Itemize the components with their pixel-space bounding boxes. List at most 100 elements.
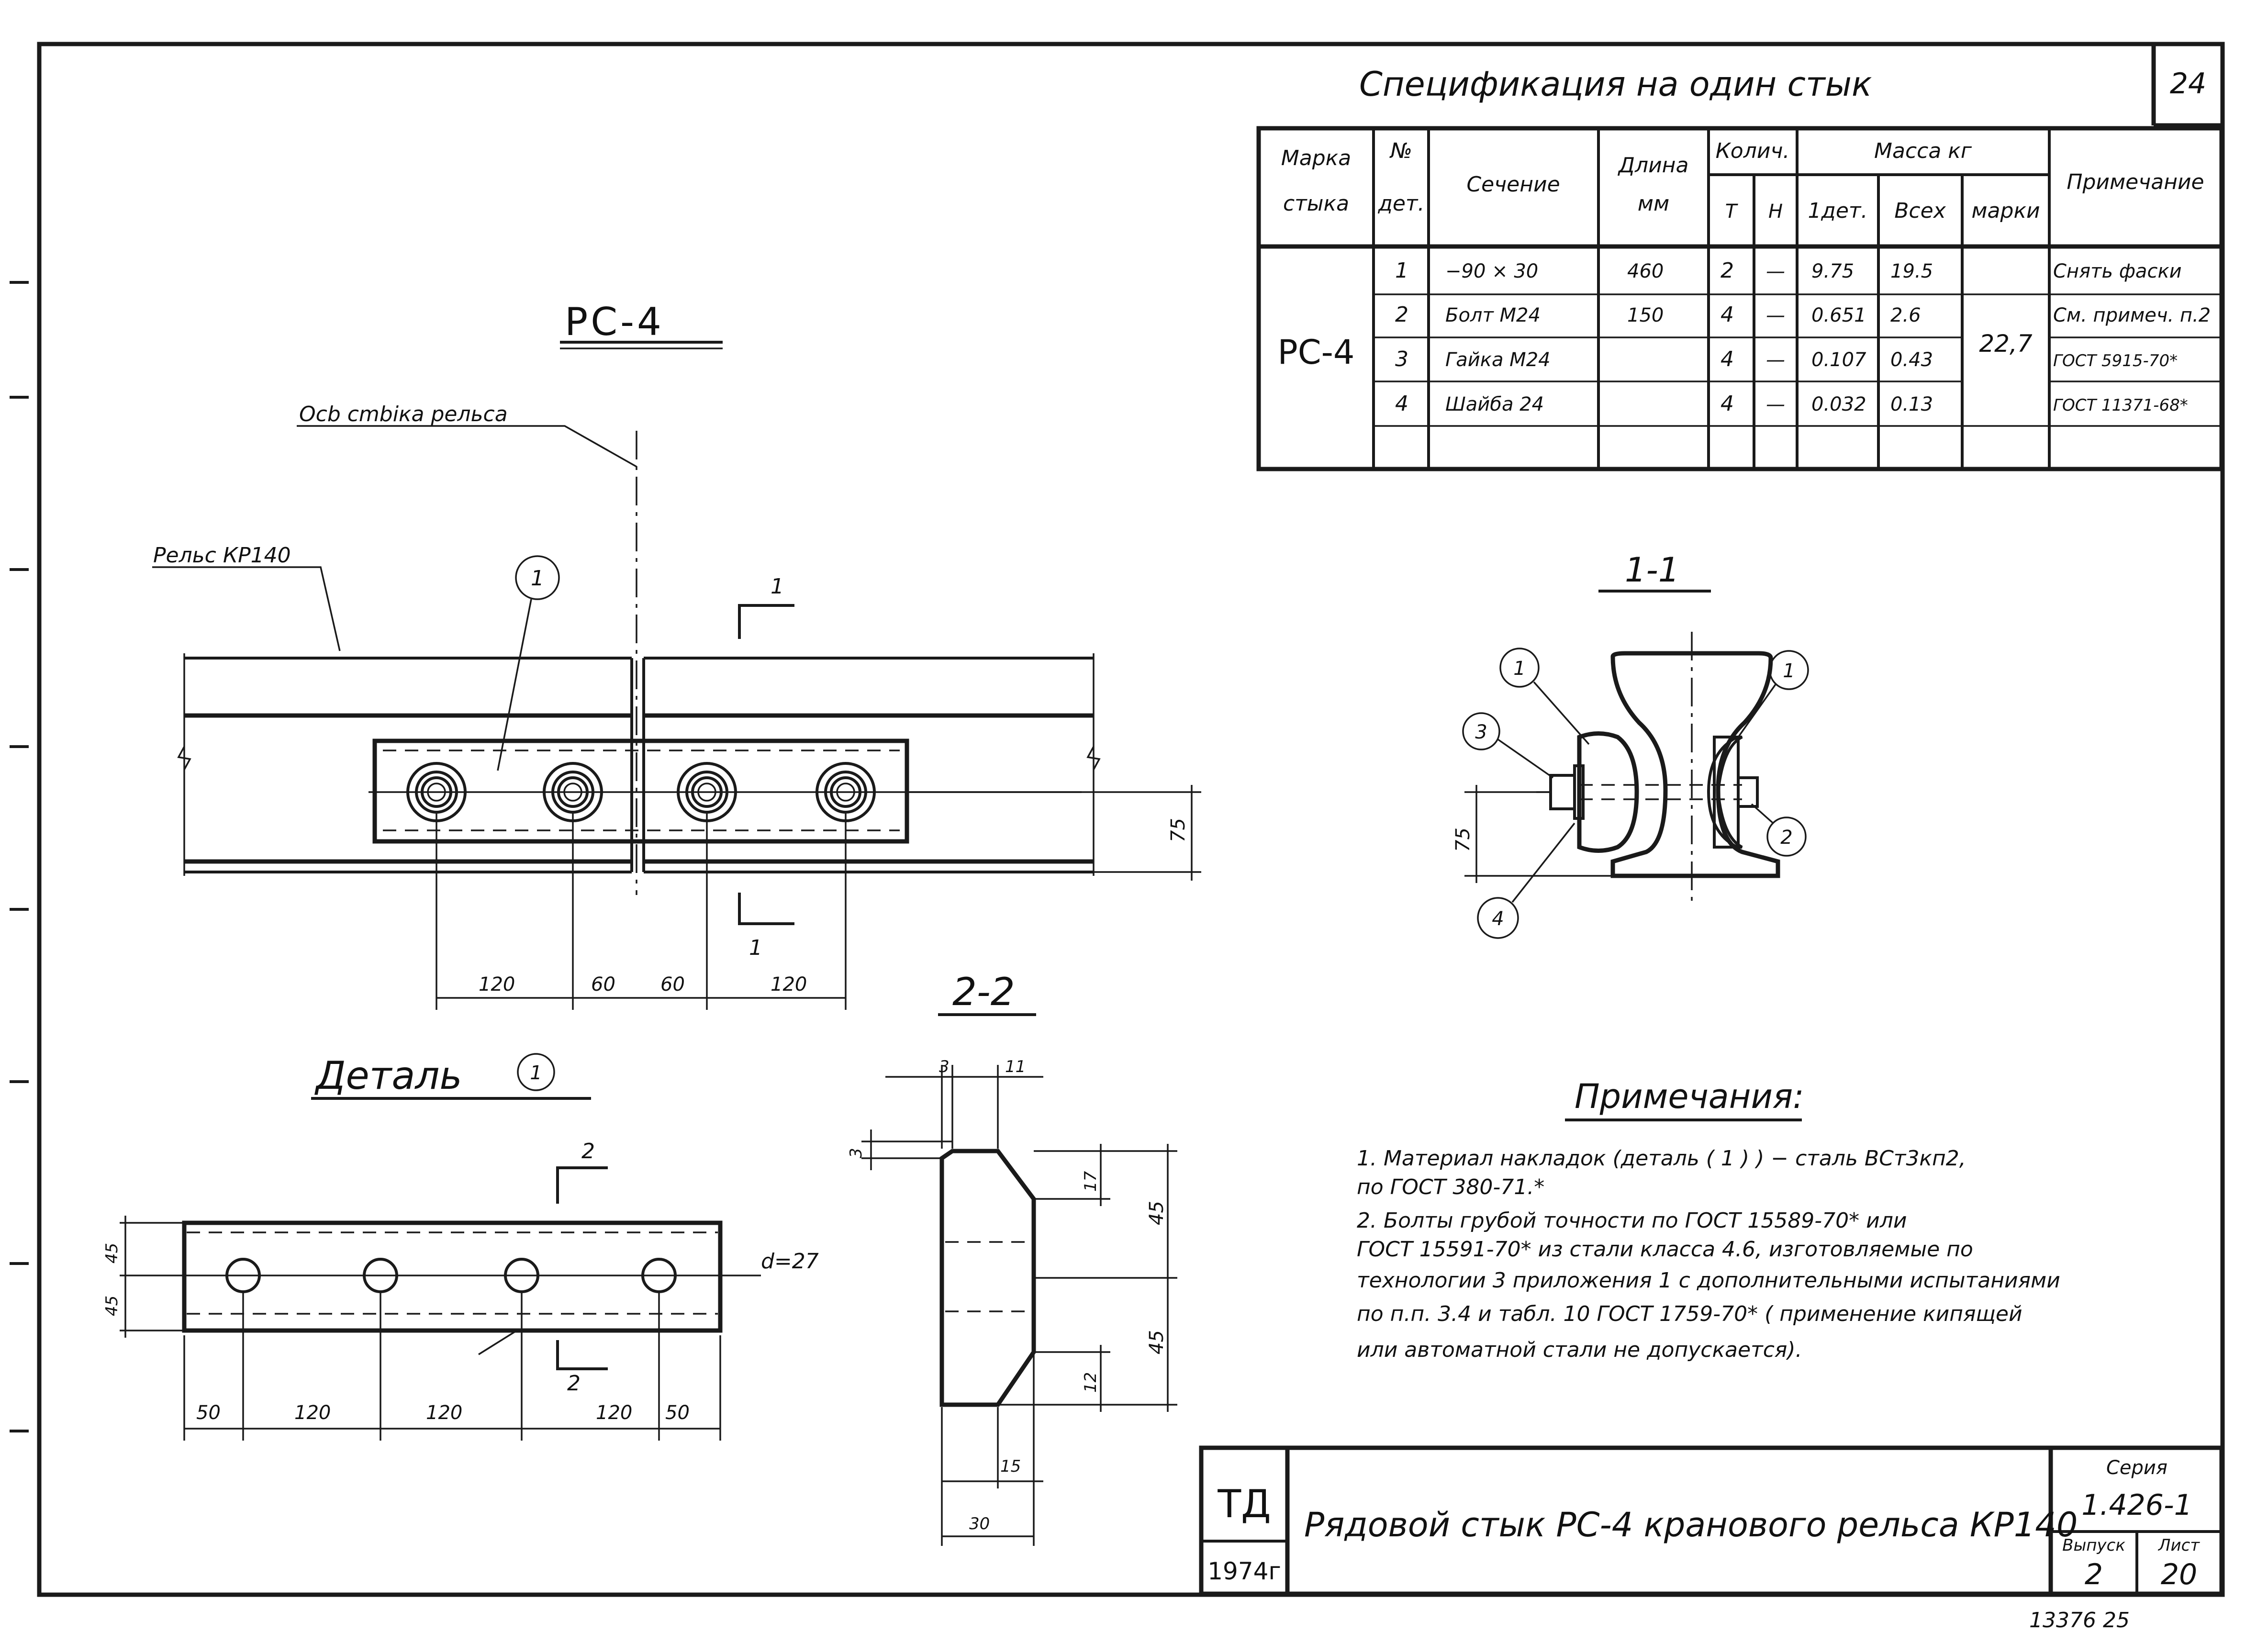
note-line: или автоматной стали не допускается). — [1357, 1338, 1802, 1362]
hdr-length-1: Длина — [1618, 153, 1689, 178]
sheet-frame — [10, 42, 2225, 1597]
row-qty-t: 4 — [1721, 347, 1734, 371]
dim-120-right: 120 — [771, 973, 807, 995]
note-line: по п.п. 3.4 и табл. 10 ГОСТ 1759-70* ( п… — [1357, 1302, 2022, 1326]
row-mass-all: 19.5 — [1890, 260, 1933, 282]
callout — [1462, 712, 1553, 779]
section-mark-top — [738, 604, 794, 639]
hdr-qty-t: Т — [1725, 201, 1739, 223]
hdr-mass: Масса кг — [1874, 139, 1972, 163]
hdr-mark-1: Марка — [1281, 146, 1351, 170]
detail-section-mark-top — [556, 1166, 608, 1204]
row-mass-all: 0.43 — [1890, 349, 1933, 371]
spec-row: 4 Шайба 24 4 — 0.032 0.13 ГОСТ 11371-68* — [1395, 391, 2188, 416]
section-2-2-dim-15: 15 — [1000, 1457, 1021, 1476]
detail-dim-45-lower: 45 — [102, 1296, 122, 1316]
row-section: −90 × 30 — [1445, 260, 1538, 282]
callout-label: 1 — [1783, 660, 1795, 682]
plate-cross-section — [861, 1065, 1177, 1546]
dim-60-right: 60 — [660, 973, 685, 995]
detail-section-mark-label: 2 — [581, 1139, 595, 1163]
detail-dim-45-upper: 45 — [102, 1243, 122, 1264]
spec-mark: РС-4 — [1278, 333, 1355, 372]
row-length: 460 — [1627, 260, 1664, 282]
hdr-mark-2: стыка — [1283, 191, 1349, 216]
detail-callout-circle — [517, 1053, 555, 1091]
row-qty-t: 2 — [1721, 258, 1734, 283]
titleblock-issue-label: Выпуск — [2062, 1536, 2125, 1555]
drawing-title: РС-4 — [565, 300, 664, 344]
section-2-2-dim-12: 12 — [1081, 1372, 1100, 1393]
detail-dim-120-2: 120 — [426, 1402, 462, 1424]
page-number: 24 — [2170, 67, 2206, 101]
axis-leader — [297, 425, 637, 468]
row-qty-n: — — [1766, 260, 1785, 282]
section-2-2-dim-3-vertical: 3 — [847, 1148, 866, 1158]
titleblock-sheet-label: Лист — [2157, 1536, 2200, 1555]
hdr-mass-all: Всех — [1894, 199, 1946, 223]
callout — [1751, 803, 1807, 857]
row-section: Гайка М24 — [1445, 349, 1551, 371]
section-mark-label: 1 — [749, 936, 762, 960]
spec-table-grid — [1256, 126, 2224, 471]
row-mass-one: 9.75 — [1811, 260, 1854, 282]
detail-hole-label: d=27 — [761, 1249, 819, 1274]
fishplate — [369, 738, 1082, 844]
section-1-1-dim-75: 75 — [1452, 828, 1474, 852]
titleblock-issue: 2 — [2085, 1558, 2103, 1591]
section-mark-label: 1 — [771, 574, 784, 599]
spec-row: 3 Гайка М24 4 — 0.107 0.43 ГОСТ 5915-70* — [1395, 347, 2178, 371]
titleblock-year: 1974г — [1207, 1557, 1281, 1585]
detail-dimension-lines — [183, 1292, 721, 1441]
callout-label: 1 — [1513, 658, 1525, 680]
titleblock-org: ТД — [1217, 1482, 1271, 1526]
dim-120-left: 120 — [479, 973, 515, 995]
hdr-no-2: дет. — [1377, 191, 1424, 216]
row-qty-n: — — [1766, 349, 1785, 371]
detail-dim-50-left: 50 — [196, 1402, 221, 1424]
row-length: 150 — [1627, 304, 1664, 326]
section-1-1-title: 1-1 — [1625, 550, 1679, 590]
break-mark-left — [177, 746, 191, 770]
callout — [1477, 822, 1575, 939]
titleblock-title: Рядовой стык РС-4 кранового рельса КР140 — [1304, 1505, 2078, 1544]
detail-hole — [504, 1258, 539, 1293]
section-2-2-title: 2-2 — [952, 970, 1015, 1014]
spec-title: Спецификация на один стык — [1359, 65, 1872, 104]
detail-section-mark-label: 2 — [567, 1371, 581, 1396]
row-qty-t: 4 — [1721, 391, 1734, 416]
note-line: 1. Материал накладок (деталь ( 1 ) ) − с… — [1357, 1146, 1966, 1171]
detail-dim-120-1: 120 — [294, 1402, 331, 1424]
callout-label: 1 — [531, 566, 544, 591]
rail-leader — [152, 566, 341, 651]
detail-hole — [641, 1258, 677, 1293]
note-line: 2. Болты грубой точности по ГОСТ 15589-7… — [1357, 1208, 1907, 1233]
callout-label: 3 — [1475, 721, 1487, 743]
callout-label: 4 — [1492, 908, 1504, 930]
row-no: 3 — [1395, 347, 1408, 371]
spec-mark-total: 22,7 — [1979, 330, 2033, 358]
detail-dim-50-right: 50 — [665, 1402, 690, 1424]
spec-row: 1 −90 × 30 460 2 — 9.75 19.5 Снять фаски — [1395, 258, 2182, 283]
row-section: Болт М24 — [1445, 304, 1541, 326]
section-2-2-dim-3: 3 — [939, 1057, 950, 1076]
callout-circle — [515, 555, 560, 600]
break-mark-right — [1086, 746, 1101, 770]
titleblock-sheet: 20 — [2161, 1558, 2197, 1591]
row-mass-one: 0.032 — [1811, 393, 1866, 415]
row-qty-t: 4 — [1721, 302, 1734, 327]
row-mass-all: 2.6 — [1890, 304, 1921, 326]
dim-60-left: 60 — [591, 973, 615, 995]
title-block-grid — [1199, 1445, 2224, 1596]
main-dimension-lines — [436, 785, 1201, 1010]
row-note: ГОСТ 5915-70* — [2053, 351, 2178, 370]
section-2-2-dim-45-upper: 45 — [1146, 1201, 1168, 1225]
axis-label: Осb cmbiка рельса — [299, 402, 508, 426]
detail-hole — [363, 1258, 398, 1293]
row-no: 1 — [1395, 258, 1408, 283]
hdr-length-2: мм — [1638, 191, 1669, 216]
row-mass-one: 0.107 — [1811, 349, 1866, 371]
row-qty-n: — — [1766, 304, 1785, 326]
detail-hole-leader — [478, 1330, 517, 1355]
